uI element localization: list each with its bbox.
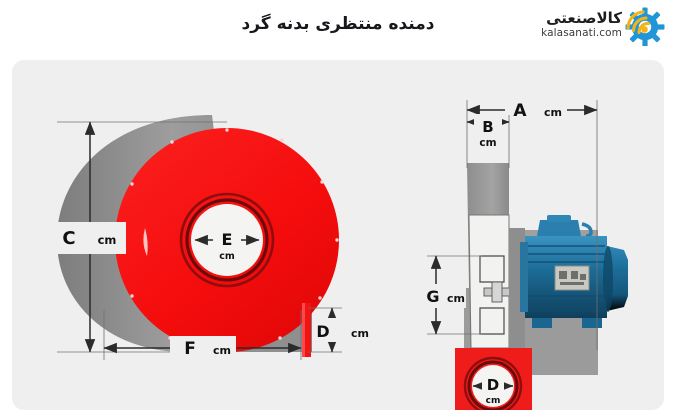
dimension-f-label: F: [184, 339, 196, 359]
dimension-f-unit: cm: [213, 344, 231, 357]
inlet-outer-ring: [179, 192, 275, 288]
gear-wifi-icon: [625, 7, 665, 46]
dimension-c-unit: cm: [98, 233, 117, 247]
blower-side-view: E cm C cm D cm: [56, 115, 369, 360]
dimension-g: G cm: [422, 255, 482, 335]
dimension-d-inlet-label: D: [487, 376, 499, 394]
electric-motor: [520, 215, 628, 328]
logo-brand-fa: کالاصنعتی: [546, 9, 622, 27]
dimension-c: C cm: [56, 121, 227, 353]
inlet-plate-ring: [467, 360, 519, 410]
terminal-box-lid: [547, 215, 571, 222]
inlet-ring: [185, 198, 269, 282]
cover-highlight: [143, 228, 148, 256]
dimension-b-label: B: [482, 118, 493, 136]
motor-cooling-fins: [528, 245, 605, 312]
dimension-b-unit: cm: [479, 137, 496, 149]
blower-front-view: D cm A cm B cm: [422, 98, 628, 410]
page-header: دمنده منتظری بدنه گرد کالاصنعتی kalasana…: [0, 0, 676, 58]
site-logo[interactable]: کالاصنعتی kalasanati.com: [536, 4, 666, 50]
dimension-b: B cm: [466, 114, 510, 168]
cowl-shadow: [603, 246, 613, 312]
outlet-flange-edge: [302, 303, 305, 357]
dimension-e-unit: cm: [219, 251, 235, 262]
dimension-f: F cm: [103, 310, 302, 360]
motor-flange: [520, 242, 528, 312]
bearing-blocks: [479, 255, 505, 335]
inlet-plate: D cm: [455, 348, 532, 410]
dimension-g-unit: cm: [447, 292, 465, 305]
dimension-d: D cm: [308, 307, 369, 353]
dimension-c-label: C: [62, 228, 75, 249]
motor-foot-right: [582, 318, 602, 328]
logo-brand-en: kalasanati.com: [541, 27, 622, 39]
nameplate-text: [559, 271, 586, 285]
motor-terminal-box: [537, 220, 581, 236]
product-diagram-card: E cm C cm D cm: [12, 60, 664, 410]
outlet-flange: [302, 303, 311, 357]
dimension-a-label: A: [513, 101, 527, 121]
dimension-e: E cm: [194, 228, 260, 262]
dimension-d-unit: cm: [351, 327, 369, 340]
page-title: دمنده منتظری بدنه گرد: [241, 14, 435, 34]
dimension-a-unit: cm: [544, 106, 562, 119]
dimension-g-label: G: [426, 287, 439, 306]
motor-foot-left: [532, 318, 552, 328]
dimension-d-inlet-unit: cm: [486, 396, 501, 406]
dimension-d-label: D: [316, 322, 329, 341]
technical-drawing: E cm C cm D cm: [56, 98, 628, 410]
dimension-e-label: E: [222, 230, 233, 249]
dimension-a: A cm: [466, 98, 598, 350]
inlet-plate-outer-ring: [463, 356, 523, 410]
volute-housing: [57, 115, 312, 352]
lifting-eye: [581, 222, 593, 238]
